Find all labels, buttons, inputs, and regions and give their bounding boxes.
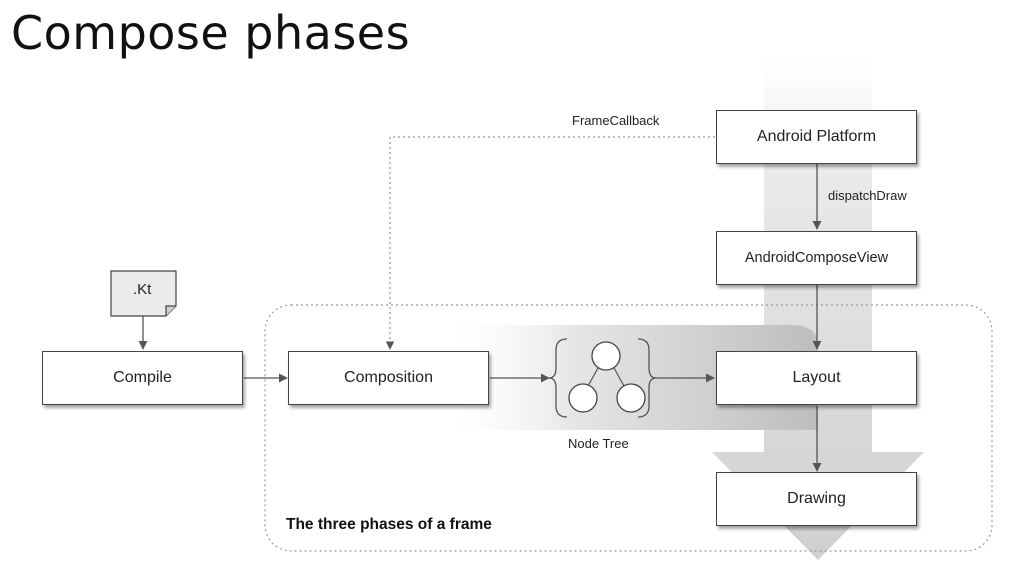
node-tree-edge-left bbox=[587, 367, 599, 387]
frame-callback-label: FrameCallback bbox=[572, 113, 660, 128]
node-tree-edge-right bbox=[613, 367, 625, 387]
slide-title: Compose phases bbox=[11, 6, 411, 60]
dispatch-draw-label: dispatchDraw bbox=[828, 188, 907, 203]
node-tree-right-brace bbox=[637, 338, 657, 418]
vertical-flow-band bbox=[712, 45, 924, 560]
composition-box: Composition bbox=[288, 351, 489, 405]
android-compose-view-box: AndroidComposeView bbox=[716, 231, 917, 285]
android-platform-label: Android Platform bbox=[756, 128, 877, 145]
frame-callback-edge bbox=[385, 136, 715, 350]
android-compose-view-label: AndroidComposeView bbox=[744, 250, 889, 266]
node-tree-left-brace bbox=[548, 338, 568, 418]
node-tree-left-node bbox=[568, 383, 598, 413]
layout-label: Layout bbox=[792, 369, 841, 386]
node-tree-root-node bbox=[591, 341, 621, 371]
layout-box: Layout bbox=[716, 351, 917, 405]
kt-file-icon bbox=[110, 270, 177, 317]
compile-label: Compile bbox=[113, 369, 172, 386]
drawing-label: Drawing bbox=[787, 490, 846, 507]
composition-label: Composition bbox=[344, 369, 433, 386]
frame-group-label: The three phases of a frame bbox=[286, 516, 492, 533]
compile-box: Compile bbox=[42, 351, 243, 405]
kt-file-label: .Kt bbox=[133, 281, 152, 298]
node-tree-label: Node Tree bbox=[568, 436, 629, 451]
drawing-box: Drawing bbox=[716, 472, 917, 526]
android-platform-box: Android Platform bbox=[716, 110, 917, 164]
node-tree-right-node bbox=[616, 383, 646, 413]
